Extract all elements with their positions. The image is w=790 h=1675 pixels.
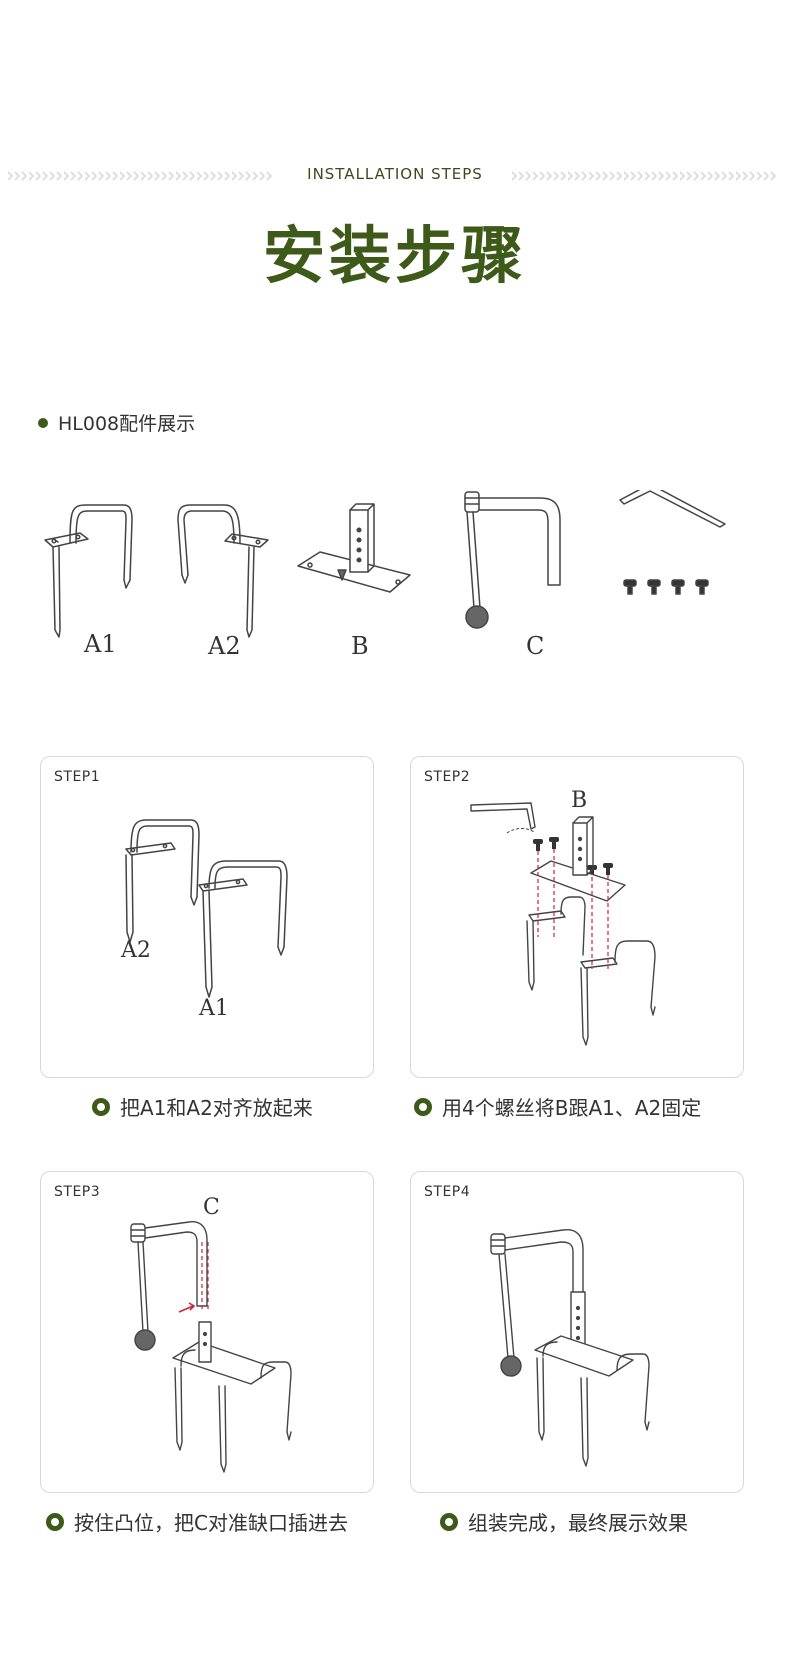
step-label: STEP4 <box>424 1184 471 1200</box>
part-label-a2: A2 <box>208 632 241 660</box>
step4-caption: 组装完成，最终展示效果 <box>440 1507 688 1536</box>
caption-bullet-icon <box>46 1512 64 1531</box>
step-label: STEP2 <box>424 769 471 785</box>
part-c-drawing <box>464 491 561 629</box>
step2-caption-text: 用4个螺丝将B跟A1、A2固定 <box>442 1096 702 1120</box>
caption-bullet-icon <box>440 1512 458 1531</box>
right-chevron-divider <box>512 171 777 181</box>
parts-heading: HL008配件展示 <box>38 409 195 436</box>
caption-bullet-icon <box>414 1097 432 1116</box>
step1-label-a2: A2 <box>120 938 151 963</box>
part-a1-drawing <box>44 504 133 638</box>
caption-bullet-icon <box>92 1097 110 1116</box>
step1-caption-text: 把A1和A2对齐放起来 <box>120 1096 313 1120</box>
step3-caption-text: 按住凸位，把C对准缺口插进去 <box>74 1511 348 1535</box>
step3-caption: 按住凸位，把C对准缺口插进去 <box>46 1507 348 1536</box>
step4-illustration <box>490 1229 650 1467</box>
part-hex-key-drawing <box>619 490 726 528</box>
step4-caption-text: 组装完成，最终展示效果 <box>468 1511 688 1535</box>
step3-label-c: C <box>203 1195 220 1220</box>
step-card-1: STEP1 A2 A1 <box>40 756 374 1078</box>
part-screws-drawing <box>623 579 709 595</box>
subtitle-en: INSTALLATION STEPS <box>307 165 483 183</box>
part-a2-drawing <box>177 504 269 638</box>
step1-illustration: A2 A1 <box>120 819 288 1021</box>
step2-caption: 用4个螺丝将B跟A1、A2固定 <box>414 1092 701 1121</box>
page-title: 安装步骤 <box>262 219 527 292</box>
step-label: STEP3 <box>54 1184 101 1200</box>
left-chevron-divider <box>8 171 273 181</box>
part-b-drawing <box>297 503 411 593</box>
step3-illustration: C <box>130 1195 292 1473</box>
part-label-c: C <box>526 632 545 660</box>
step1-caption: 把A1和A2对齐放起来 <box>92 1092 313 1121</box>
step2-label-b: B <box>571 788 587 813</box>
step1-label-a1: A1 <box>198 996 229 1021</box>
step-card-4: STEP4 <box>410 1171 744 1493</box>
part-label-a1: A1 <box>84 630 117 658</box>
step-card-2: STEP2 <box>410 756 744 1078</box>
parts-illustration <box>44 490 726 638</box>
step2-illustration: B <box>470 788 656 1046</box>
step-label: STEP1 <box>54 769 101 785</box>
step-card-3: STEP3 C <box>40 1171 374 1493</box>
bullet-dot-icon <box>38 417 48 428</box>
parts-heading-text: HL008配件展示 <box>58 413 196 435</box>
part-label-b: B <box>351 632 369 660</box>
